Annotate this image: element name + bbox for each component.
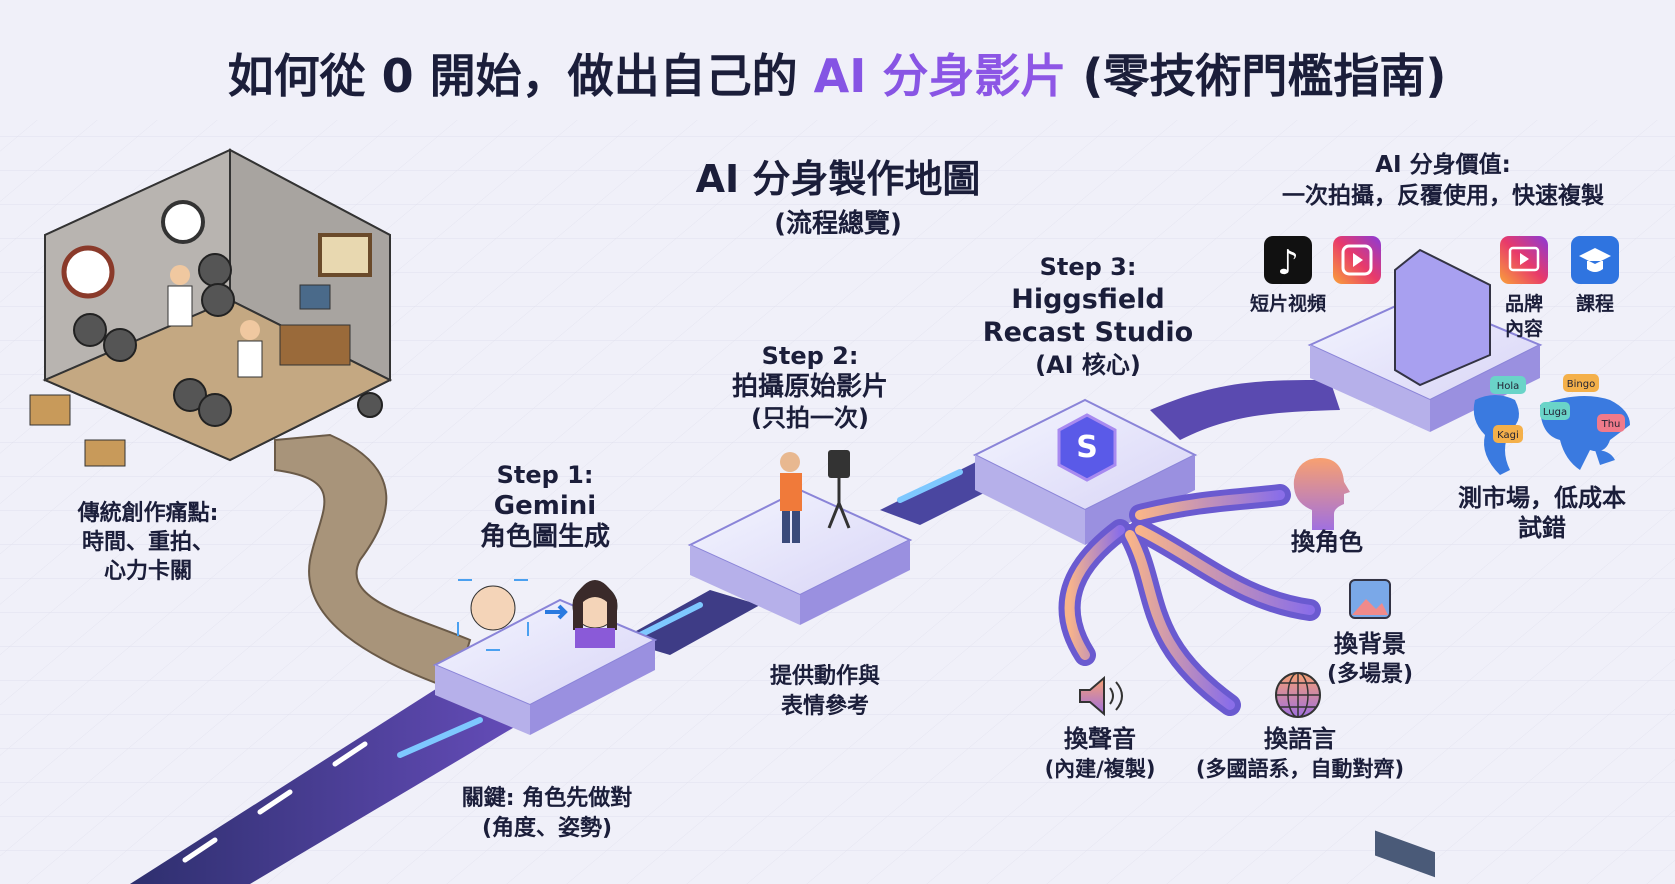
step2-label: Step 2: 拍攝原始影片 (只拍一次) <box>732 342 888 432</box>
svg-text:換聲音: 換聲音 <box>1064 725 1136 753</box>
svg-text:表情參考: 表情參考 <box>781 693 869 719</box>
svg-text:試錯: 試錯 <box>1518 514 1566 542</box>
output-change-background: 換背景 (多場景) <box>1327 579 1413 687</box>
world-map: Hola Bingo Luga Kagi Thu <box>1473 374 1630 475</box>
arrow-right-icon <box>545 604 568 620</box>
person-filming-icon <box>780 452 800 472</box>
svg-text:♪: ♪ <box>1277 243 1299 283</box>
svg-text:(只拍一次): (只拍一次) <box>751 404 869 432</box>
output-arrows <box>1058 484 1321 716</box>
svg-text:Kagi: Kagi <box>1497 430 1519 441</box>
face-scan-frame <box>457 579 529 651</box>
conveyor-belt <box>1375 830 1435 878</box>
svg-text:短片视頻: 短片视頻 <box>1250 292 1326 315</box>
pain-points-label: 傳統創作痛點: 時間、重拍、 心力卡關 <box>77 500 219 584</box>
svg-text:(角度、姿勢): (角度、姿勢) <box>482 815 612 841</box>
svg-text:Step 2:: Step 2: <box>762 342 859 370</box>
globe-icon <box>1275 672 1321 718</box>
svg-text:課程: 課程 <box>1576 292 1614 315</box>
messy-office-illustration <box>29 148 393 467</box>
svg-text:心力卡關: 心力卡關 <box>104 559 192 584</box>
platform-value-factory <box>1307 248 1543 878</box>
head-icon <box>1293 458 1350 530</box>
channel-course: 課程 <box>1571 236 1619 315</box>
svg-text:提供動作與: 提供動作與 <box>770 663 880 689</box>
svg-text:Bingo: Bingo <box>1567 379 1595 390</box>
platform-step2 <box>687 450 913 625</box>
svg-text:Higgsfield: Higgsfield <box>1011 284 1164 315</box>
svg-text:(內建/複製): (內建/複製) <box>1045 757 1156 781</box>
page-title: 如何從 0 開始，做出自己的 AI 分身影片 (零技術門檻指南) <box>228 49 1447 103</box>
svg-text:(多場景): (多場景) <box>1327 661 1413 687</box>
platform-step3: S <box>972 398 1198 545</box>
output-change-language: 換語言 (多國語系，自動對齊) <box>1196 672 1404 781</box>
map-subtitle: (流程總覽) <box>774 208 902 239</box>
svg-text:S: S <box>1076 430 1098 465</box>
svg-text:時間、重拍、: 時間、重拍、 <box>82 529 214 555</box>
market-test-label: 測市場，低成本 試錯 <box>1458 484 1626 542</box>
svg-text:Gemini: Gemini <box>494 491 596 521</box>
svg-text:Hola: Hola <box>1497 381 1520 392</box>
output-change-character: 換角色 <box>1291 458 1363 556</box>
svg-text:測市場，低成本: 測市場，低成本 <box>1458 484 1626 512</box>
svg-text:Luga: Luga <box>1543 407 1567 418</box>
svg-text:Step 3:: Step 3: <box>1040 253 1137 281</box>
svg-text:換語言: 換語言 <box>1264 725 1336 753</box>
channel-short-video: ♪ 短片视頻 <box>1250 236 1326 315</box>
tiktok-icon <box>1264 236 1312 284</box>
factory-machine-icon <box>1394 248 1491 387</box>
svg-text:內容: 內容 <box>1505 317 1543 340</box>
value-heading: AI 分身價值: 一次拍攝，反覆使用，快速複製 <box>1282 151 1604 209</box>
svg-text:AI 分身價值:: AI 分身價值: <box>1375 151 1511 178</box>
svg-text:傳統創作痛點:: 傳統創作痛點: <box>77 500 219 526</box>
svg-text:拍攝原始影片: 拍攝原始影片 <box>732 372 888 402</box>
higgsfield-logo-icon <box>1057 413 1117 482</box>
speaker-icon <box>1079 675 1105 717</box>
svg-text:品牌: 品牌 <box>1505 292 1543 315</box>
platform-step1 <box>432 579 658 735</box>
svg-text:Step 1:: Step 1: <box>497 461 594 489</box>
phone-tripod-icon <box>828 450 850 478</box>
step2-note: 提供動作與 表情參考 <box>770 663 880 719</box>
svg-text:角色圖生成: 角色圖生成 <box>480 521 610 552</box>
step1-label: Step 1: Gemini 角色圖生成 <box>480 461 610 552</box>
svg-text:Recast Studio: Recast Studio <box>983 317 1193 348</box>
step1-note: 關鍵: 角色先做對 (角度、姿勢) <box>462 785 632 841</box>
svg-text:一次拍攝，反覆使用，快速複製: 一次拍攝，反覆使用，快速複製 <box>1282 182 1604 209</box>
face-avatar-icon <box>470 585 516 631</box>
map-title: AI 分身製作地圖 <box>696 157 981 201</box>
svg-text:(AI 核心): (AI 核心) <box>1035 351 1141 379</box>
svg-text:關鍵: 角色先做對: 關鍵: 角色先做對 <box>462 785 632 811</box>
svg-text:換背景: 換背景 <box>1334 630 1406 658</box>
channel-brand-content: 品牌 內容 <box>1500 236 1548 340</box>
output-change-voice: 換聲音 (內建/複製) <box>1045 675 1156 781</box>
svg-text:換角色: 換角色 <box>1291 528 1363 556</box>
channel-reels <box>1333 236 1381 284</box>
step3-label: Step 3: Higgsfield Recast Studio (AI 核心) <box>983 253 1193 379</box>
svg-text:Thu: Thu <box>1601 419 1621 430</box>
svg-text:(多國語系，自動對齊): (多國語系，自動對齊) <box>1196 757 1404 781</box>
